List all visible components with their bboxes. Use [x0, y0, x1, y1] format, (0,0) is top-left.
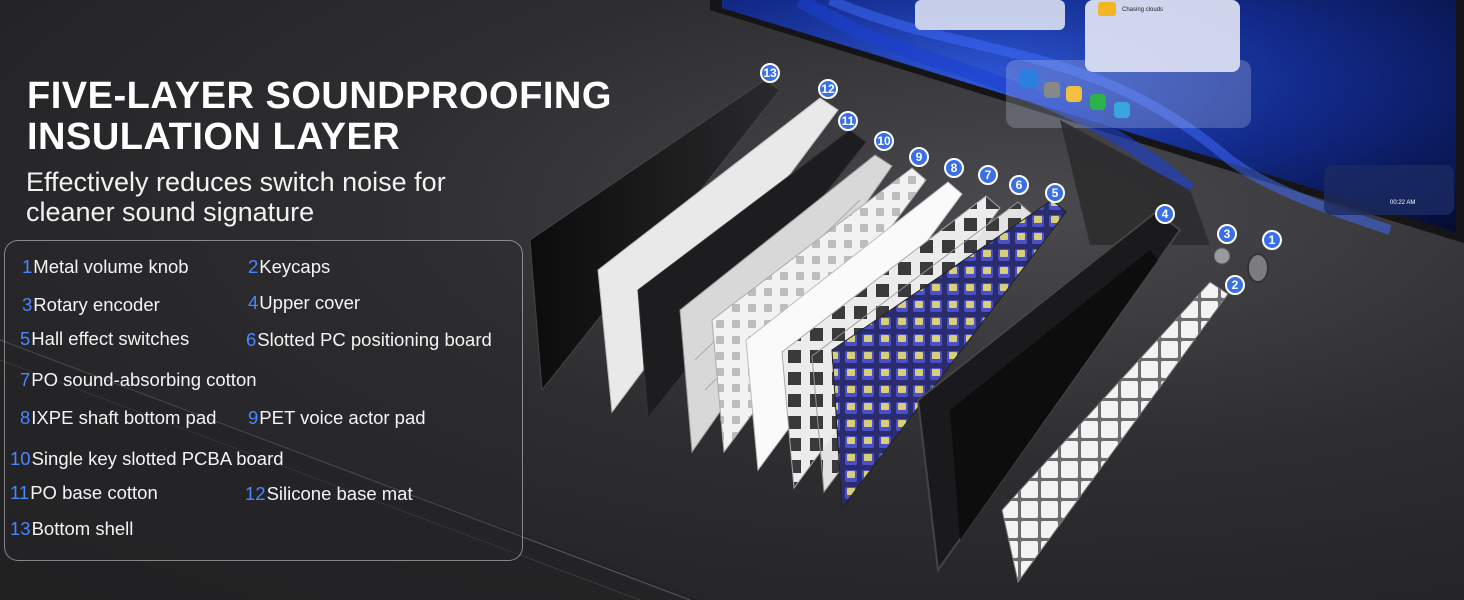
legend-item: 12Silicone base mat	[245, 483, 413, 504]
legend-item: 3Rotary encoder	[22, 294, 160, 315]
legend-item: 1Metal volume knob	[22, 256, 189, 277]
rotary-encoder	[1213, 247, 1231, 265]
monitor: Chasing clouds 00:22 AM	[710, 0, 1464, 245]
layer-keycaps	[1001, 281, 1229, 584]
callout-10: 10	[874, 131, 894, 151]
callout-8: 8	[944, 158, 964, 178]
layer-hall-effect-switches	[831, 199, 1067, 510]
legend-item: 8IXPE shaft bottom pad	[20, 407, 217, 428]
callout-1: 1	[1262, 230, 1282, 250]
legend-item: 5Hall effect switches	[20, 328, 190, 349]
legend-item: 11PO base cotton	[10, 482, 158, 503]
subheadline-line-1: Effectively reduces switch noise for	[26, 167, 446, 197]
legend-item: 10Single key slotted PCBA board	[10, 448, 284, 469]
headline: FIVE-LAYER SOUNDPROOFING INSULATION LAYE…	[27, 76, 612, 158]
callout-9: 9	[909, 147, 929, 167]
callout-4: 4	[1155, 204, 1175, 224]
legend-panel	[4, 240, 523, 561]
legend-item: 9PET voice actor pad	[248, 407, 426, 428]
media-title: Chasing clouds	[1122, 7, 1163, 13]
legend-item: 4Upper cover	[248, 292, 361, 313]
callout-3: 3	[1217, 224, 1237, 244]
callout-5: 5	[1045, 183, 1065, 203]
metal-volume-knob	[1247, 253, 1269, 283]
subheadline: Effectively reduces switch noise for cle…	[26, 167, 446, 227]
callout-12: 12	[818, 79, 838, 99]
legend-item: 6Slotted PC positioning board	[246, 329, 492, 350]
headline-line-2: INSULATION LAYER	[27, 116, 401, 158]
legend-item: 7PO sound-absorbing cotton	[20, 369, 257, 390]
callout-11: 11	[838, 111, 858, 131]
callout-6: 6	[1009, 175, 1029, 195]
media-widget	[1085, 0, 1240, 72]
legend-item: 13Bottom shell	[10, 518, 134, 539]
weather-widget	[915, 0, 1065, 30]
legend-item: 2Keycaps	[248, 256, 331, 277]
callout-2: 2	[1225, 275, 1245, 295]
callout-7: 7	[978, 165, 998, 185]
headline-line-1: FIVE-LAYER SOUNDPROOFING	[27, 75, 612, 117]
monitor-clock: 00:22 AM	[1390, 200, 1415, 206]
callout-13: 13	[760, 63, 780, 83]
exploded-keyboard-illustration	[529, 79, 1269, 584]
subheadline-line-2: cleaner sound signature	[26, 197, 315, 227]
